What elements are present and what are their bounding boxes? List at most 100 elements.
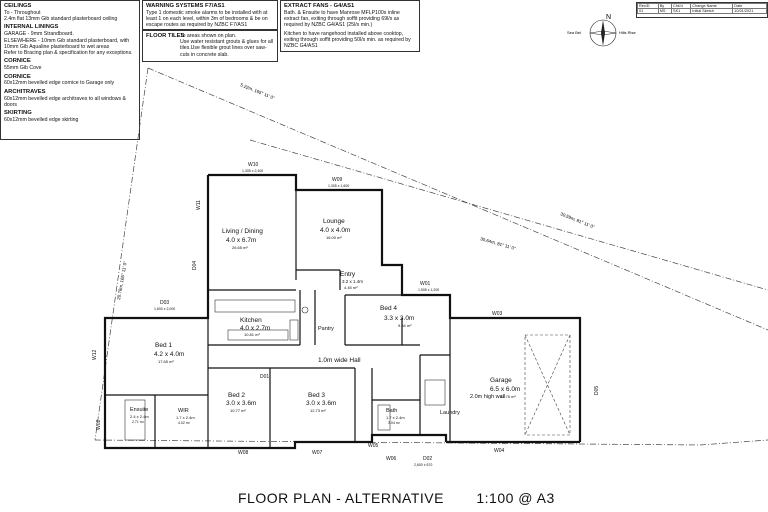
room-lounge-area: 16.00 m² <box>326 235 342 240</box>
label-w06: W06 <box>386 456 397 462</box>
boundary-label-2: 30.64m, 81° 11' 0" <box>480 236 517 251</box>
notes-warning: WARNING SYSTEMS F7/AS1 Type 1 domestic s… <box>142 0 278 30</box>
cornice1-line1: 55mm Gib Cove <box>4 65 42 72</box>
warning-title: WARNING SYSTEMS F7/AS1 <box>146 3 225 9</box>
label-w03: W03 <box>492 311 503 317</box>
room-bed2-dim: 3.0 x 3.6m <box>226 400 256 407</box>
room-kitchen-name: Kitchen <box>240 317 262 324</box>
label-d01: D01 <box>260 374 269 380</box>
label-w08: W08 <box>238 450 249 456</box>
rev-r3: SK1 <box>671 8 692 14</box>
tiles-title: FLOOR TILES <box>146 33 185 39</box>
room-bed1-name: Bed 1 <box>155 342 172 349</box>
ceilings-title: CEILINGS <box>4 3 32 9</box>
cornice1-title: CORNICE <box>4 58 31 65</box>
label-d03-dim: 1,600 x 2,000 <box>154 307 175 311</box>
warning-line1: Type 1 domestic smoke alarms to be insta… <box>146 9 268 29</box>
room-bed3-area: 12.73 m² <box>310 408 326 413</box>
linings-line2: ELSEWHERE - 10mm Gib standard plasterboa… <box>4 37 130 50</box>
fans-line2: Kitchen to have rangehood installed abov… <box>284 30 411 50</box>
room-lounge-name: Lounge <box>323 218 345 225</box>
label-d03: D03 <box>160 300 169 306</box>
linings-line3: Refer to Bracing plan & specification fo… <box>4 50 133 57</box>
notes-general: CEILINGS To - Throughout 2.4m flat 13mm … <box>0 0 140 140</box>
room-bed4-dim: 3.3 x 3.0m <box>384 315 414 322</box>
room-living-area: 26.65 m² <box>232 245 248 250</box>
room-kitchen-dim: 4.0 x 2.7m <box>240 325 270 332</box>
room-pantry-name: Pantry <box>318 326 334 332</box>
room-kitchen-area: 10.81 m² <box>244 332 260 337</box>
interior-walls <box>105 190 451 448</box>
room-bed3-name: Bed 3 <box>308 392 325 399</box>
room-bed1-area: 17.65 m² <box>158 359 174 364</box>
ceilings-line2: 2.4m flat 13mm Gib standard plasterboard… <box>4 16 118 23</box>
room-labels: Living / Dining 4.0 x 6.7m 26.65 m² Loun… <box>130 218 520 425</box>
rev-r5: 10/01/2021 <box>732 8 767 14</box>
room-garage-area: 41.76 m² <box>500 394 516 399</box>
tiles-line2: Use water resistant grouts & glues for a… <box>180 39 274 58</box>
hall-label: 1.0m wide Hall <box>318 357 361 364</box>
drawing-title-main: FLOOR PLAN - ALTERNATIVE <box>238 490 444 506</box>
room-garage-name: Garage <box>490 377 512 384</box>
label-w11: W11 <box>196 200 202 210</box>
boundary-label-6: 5.22m, 165° 11' 0" <box>240 82 276 100</box>
drawing-title: FLOOR PLAN - ALTERNATIVE 1:100 @ A3 <box>238 490 583 506</box>
room-laundry-name: Laundry <box>440 410 460 416</box>
rev-r2: MS <box>657 8 673 14</box>
label-w02: W02 <box>96 420 102 431</box>
linings-title: INTERNAL LININGS <box>4 24 59 31</box>
compass-east: Hills Rise <box>619 30 636 35</box>
notes-tiles: FLOOR TILES To areas shown on plan. Use … <box>142 30 278 62</box>
room-entry-name: Entry <box>340 271 356 278</box>
wall-label: 2.0m high wall <box>470 394 505 400</box>
label-d02: D02 <box>423 456 432 462</box>
boundary-label-1: 30.59m, 81° 11' 0" <box>560 211 596 229</box>
label-w12: W12 <box>92 350 98 361</box>
cornice2-line1: 60x12mm bevelled edge cornice to Garage … <box>4 80 115 87</box>
room-living-name: Living / Dining <box>222 228 263 235</box>
label-w07: W07 <box>312 450 323 456</box>
room-ensuite-area: 2.71 m² <box>132 420 145 424</box>
cornice2-title: CORNICE <box>4 73 31 80</box>
room-bed2-area: 10.77 m² <box>230 408 246 413</box>
notes-fans: EXTRACT FANS - G4/AS1 Bath. & Ensuite to… <box>280 0 420 52</box>
opening-labels: W10 1,305 x 2,400 W09 1,305 x 1,600 W01 … <box>92 162 600 467</box>
room-bed4-name: Bed 4 <box>380 305 397 312</box>
compass-west: Sea Bel <box>567 30 581 35</box>
room-ensuite-dim: 2.4 x 2.4m <box>130 414 149 419</box>
compass-north: N <box>606 14 611 21</box>
skirting-line1: 60x12mm bevelled edge skirting <box>4 117 79 124</box>
fixtures <box>124 299 446 441</box>
label-w10-dim: 1,305 x 2,400 <box>242 169 263 173</box>
site-boundary <box>94 67 768 446</box>
label-w10: W10 <box>248 162 259 168</box>
room-ensuite-name: Ensuite <box>130 407 148 413</box>
room-bed2-name: Bed 2 <box>228 392 245 399</box>
rev-r4: Initial Sketch <box>690 8 734 14</box>
room-bath-name: Bath <box>386 408 397 414</box>
room-garage-dim: 6.5 x 6.0m <box>490 386 520 393</box>
architraves-title: ARCHITRAVES <box>4 88 46 95</box>
garage-door-outline <box>524 334 571 436</box>
fans-title: EXTRACT FANS - G4/AS1 <box>284 3 355 9</box>
room-entry-dim: 3.2 x 1.4m <box>342 279 363 284</box>
linings-line1: GARAGE - 9mm Strandboard. <box>4 31 74 38</box>
room-entry-area: 4.45 m² <box>344 285 358 290</box>
room-wir-area: 4.02 m² <box>178 421 191 425</box>
compass-icon: N Sea Bel Hills Rise <box>567 14 636 47</box>
label-d02-dim: 2,600 x 670 <box>414 463 432 467</box>
room-bed3-dim: 3.0 x 3.6m <box>306 400 336 407</box>
room-bath-area: 3.04 m² <box>388 421 401 425</box>
room-bed1-dim: 4.2 x 4.0m <box>154 351 184 358</box>
room-lounge-dim: 4.0 x 4.0m <box>320 227 350 234</box>
label-d04: D04 <box>192 261 198 270</box>
label-w05: W05 <box>368 443 379 449</box>
tiles-line1: To areas shown on plan. <box>180 32 237 39</box>
fans-line1: Bath. & Ensuite to have Manrose MFLP100s… <box>284 9 400 29</box>
drawing-title-scale: 1:100 @ A3 <box>476 490 555 506</box>
label-w09-dim: 1,305 x 1,600 <box>328 184 349 188</box>
label-w09: W09 <box>332 177 343 183</box>
label-w04: W04 <box>494 448 505 454</box>
